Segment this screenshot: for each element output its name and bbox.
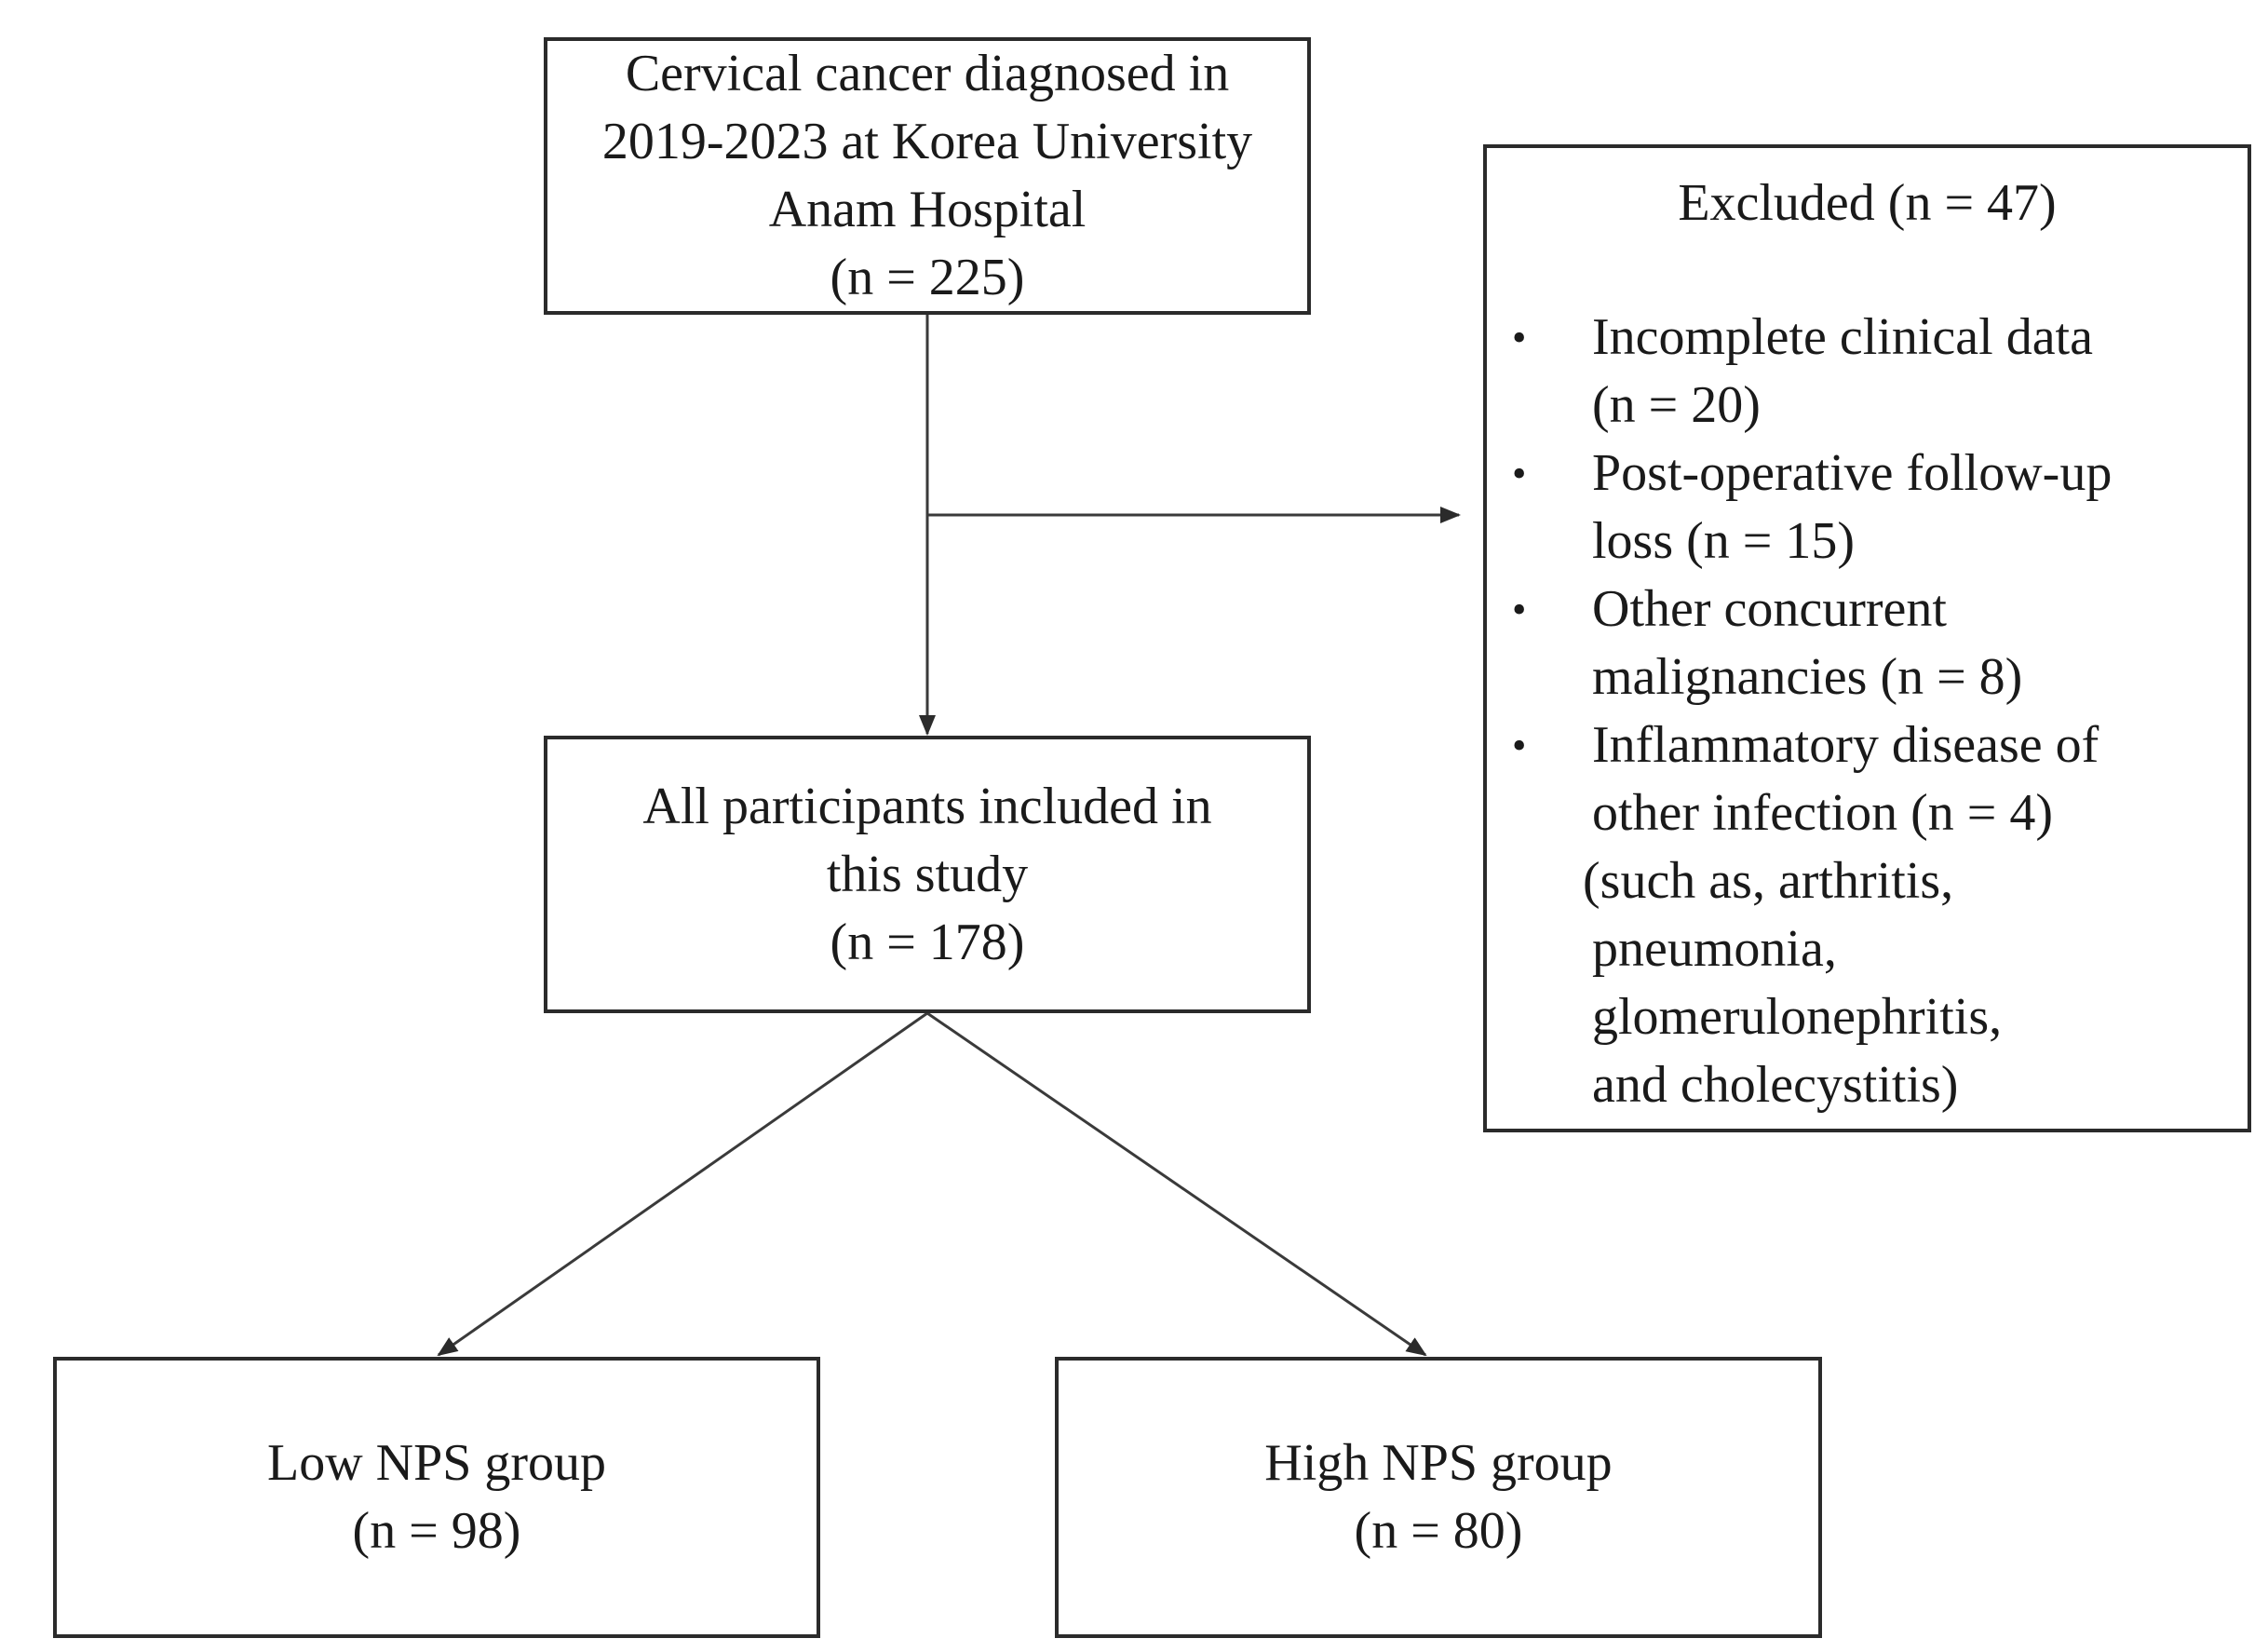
note-line-3: glomerulonephritis, <box>1592 988 2003 1046</box>
box-low-nps-group: Low NPS group (n = 98) <box>53 1357 820 1638</box>
bullet-2: • <box>1512 451 1527 496</box>
reason-2-line-2: loss (n = 15) <box>1592 512 1856 570</box>
note-line-2: pneumonia, <box>1592 920 1837 978</box>
reason-2-line-1: Post-operative follow-up <box>1592 444 2113 502</box>
high-group-count: (n = 80) <box>1354 1502 1523 1560</box>
high-group-label: High NPS group <box>1264 1434 1613 1492</box>
start-line-2: 2019-2023 at Korea University <box>601 113 1253 170</box>
box-excluded: Excluded (n = 47) • Incomplete clinical … <box>1483 144 2251 1132</box>
bullet-1: • <box>1512 315 1527 360</box>
included-line-1: All participants included in <box>642 777 1212 835</box>
reason-1-line-2: (n = 20) <box>1592 376 1761 434</box>
low-group-count: (n = 98) <box>352 1502 521 1560</box>
note-line-1: (such as, arthritis, <box>1583 852 1954 910</box>
bullet-4: • <box>1512 723 1527 768</box>
bullet-3: • <box>1512 587 1527 632</box>
excluded-examples-note: (such as, arthritis, pneumonia, glomerul… <box>1583 847 2002 1119</box>
box-all-participants-included: All participants included in this study … <box>544 736 1311 1013</box>
included-line-2: this study <box>826 845 1029 903</box>
reason-3-line-1: Other concurrent <box>1592 580 1947 638</box>
low-group-label: Low NPS group <box>266 1434 607 1492</box>
excluded-title: Excluded (n = 47) <box>1678 174 2057 232</box>
box-cervical-cancer-diagnosed: Cervical cancer diagnosed in 2019-2023 a… <box>544 37 1311 315</box>
note-line-4: and cholecystitis) <box>1592 1056 1959 1114</box>
reason-1-line-1: Incomplete clinical data <box>1592 308 2093 366</box>
reason-4-line-1: Inflammatory disease of <box>1592 716 2099 774</box>
start-line-4: (n = 225) <box>830 249 1025 306</box>
arrow-to-high-group <box>926 1011 1427 1357</box>
arrow-to-low-group <box>437 1011 928 1357</box>
box-high-nps-group: High NPS group (n = 80) <box>1055 1357 1822 1638</box>
included-line-3: (n = 178) <box>830 913 1025 971</box>
reason-4-line-2: other infection (n = 4) <box>1592 784 2053 842</box>
start-line-1: Cervical cancer diagnosed in <box>625 45 1230 102</box>
reason-3-line-2: malignancies (n = 8) <box>1592 648 2023 706</box>
start-line-3: Anam Hospital <box>768 181 1087 238</box>
